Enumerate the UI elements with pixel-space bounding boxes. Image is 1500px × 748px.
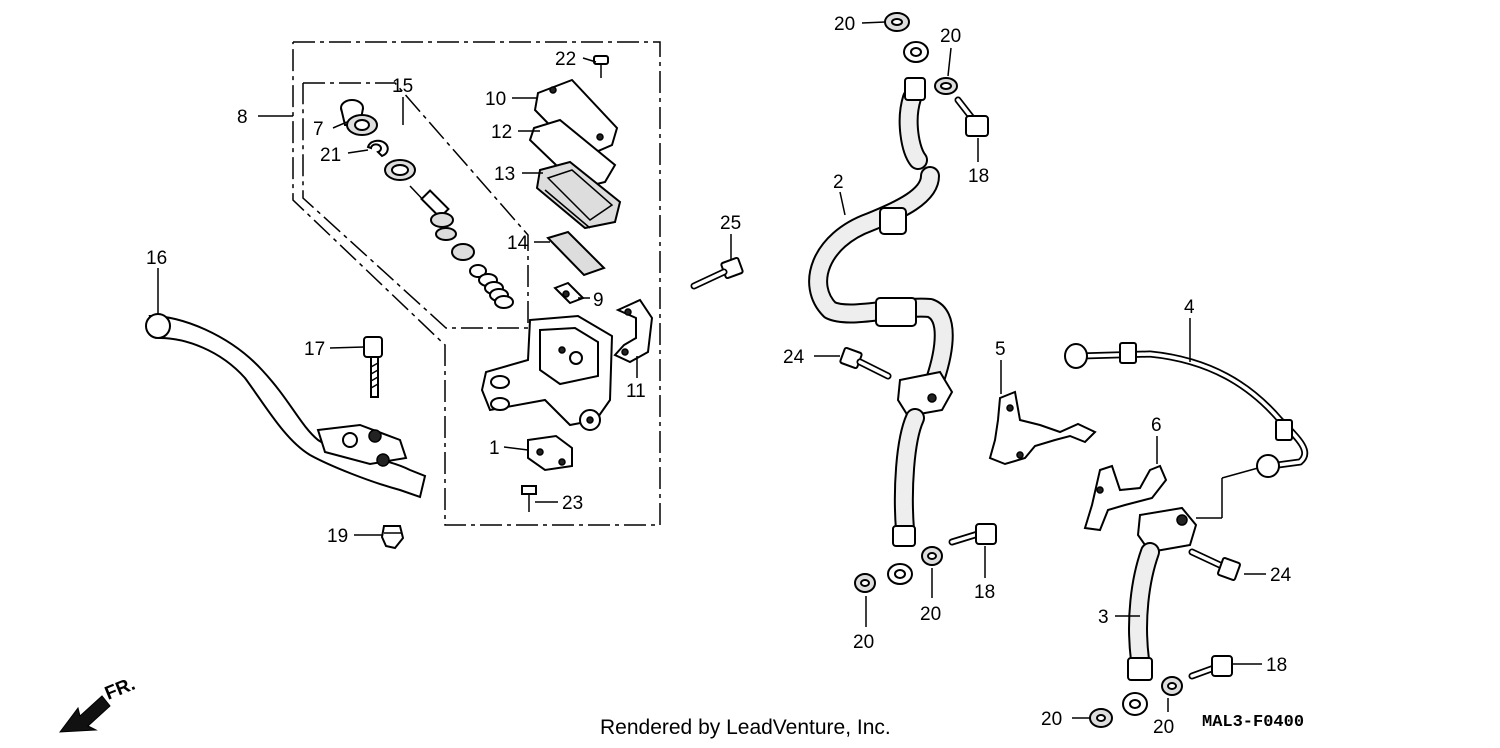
leader-lines	[157, 21, 1266, 719]
washer-lower-left-1[interactable]	[854, 573, 876, 593]
piston-rod[interactable]	[409, 185, 487, 278]
mounting-bolt-24-right[interactable]	[1188, 548, 1241, 581]
callout-23: 23	[562, 493, 583, 514]
lower-hose-stay[interactable]	[1083, 464, 1168, 532]
callout-7: 7	[313, 119, 324, 140]
switch-screw[interactable]	[521, 485, 537, 512]
callout-6: 6	[1151, 415, 1162, 436]
callout-20-top: 20	[834, 14, 855, 35]
upper-brake-hose[interactable]	[808, 41, 954, 585]
callout-labels: 8 7 21 15 16 17 19 22 10 12 13 14 9 11 1…	[146, 14, 1292, 738]
callout-2: 2	[833, 172, 844, 193]
washer-top[interactable]	[884, 12, 910, 32]
callout-14: 14	[507, 233, 529, 254]
washer-lower-right-1[interactable]	[1089, 708, 1113, 728]
callout-24-right: 24	[1270, 565, 1292, 586]
banjo-bolt-25[interactable]	[690, 256, 744, 290]
callout-20-bottom-left: 20	[853, 632, 874, 653]
callout-20-bottom-right-2: 20	[1153, 717, 1174, 738]
mounting-bolt-24-left[interactable]	[839, 346, 892, 380]
callout-19: 19	[327, 526, 348, 547]
callout-1: 1	[489, 438, 500, 459]
callout-10: 10	[485, 89, 506, 110]
reservoir-cap[interactable]	[533, 78, 619, 160]
callout-24-left: 24	[783, 347, 805, 368]
callout-18-bottom: 18	[974, 582, 995, 603]
callout-9: 9	[593, 290, 604, 311]
lower-banjo-bolt-right[interactable]	[1188, 655, 1233, 680]
callout-20-bottom-mid: 20	[920, 604, 941, 625]
footer-credit: Rendered by LeadVenture, Inc.	[600, 716, 891, 739]
callout-4: 4	[1184, 297, 1195, 318]
callout-20-top-right: 20	[940, 26, 961, 47]
callout-16: 16	[146, 248, 167, 269]
callout-3: 3	[1098, 607, 1109, 628]
callout-13: 13	[494, 164, 515, 185]
piston-spring[interactable]	[478, 273, 514, 309]
callout-5: 5	[995, 339, 1006, 360]
lever-pivot-bolt[interactable]	[363, 336, 383, 398]
brake-light-switch[interactable]	[527, 434, 573, 472]
set-plate[interactable]	[528, 118, 617, 190]
snap-ring[interactable]	[366, 139, 389, 158]
front-arrow-label: FR.	[102, 674, 138, 705]
lower-banjo-bolt-left[interactable]	[948, 523, 997, 546]
master-cylinder-body[interactable]	[480, 314, 614, 431]
reservoir-float[interactable]	[546, 230, 606, 277]
brake-pipe[interactable]	[1064, 342, 1309, 478]
hose-stay[interactable]	[988, 390, 1097, 466]
callout-20-bottom-right-1: 20	[1041, 709, 1062, 730]
washer-lower-right-2[interactable]	[1161, 676, 1183, 696]
callout-11: 11	[626, 381, 646, 402]
lever-pivot-nut[interactable]	[380, 525, 405, 550]
piston-boot[interactable]	[340, 99, 378, 136]
clip[interactable]	[553, 281, 585, 305]
callout-18-top: 18	[968, 166, 989, 187]
piston-set-box	[302, 82, 529, 329]
diaphragm[interactable]	[535, 160, 622, 230]
diagram-code: MAL3-F0400	[1202, 713, 1305, 732]
callout-21: 21	[320, 145, 341, 166]
lower-brake-hose[interactable]	[1122, 467, 1259, 716]
callout-8: 8	[237, 107, 248, 128]
brake-lever[interactable]	[145, 313, 427, 499]
callout-12: 12	[491, 122, 512, 143]
reservoir-cap-screw[interactable]	[593, 55, 609, 78]
washer-lower-left-2[interactable]	[921, 546, 943, 566]
front-direction-arrow-icon: FR.	[58, 674, 138, 733]
master-cylinder-holder[interactable]	[613, 298, 654, 364]
callout-17: 17	[304, 339, 325, 360]
upper-banjo-bolt[interactable]	[954, 96, 989, 137]
callout-15: 15	[392, 76, 413, 97]
callout-25: 25	[720, 213, 741, 234]
piston-seal[interactable]	[384, 159, 416, 181]
callout-22: 22	[555, 49, 576, 70]
master-cylinder-assembly-box	[292, 41, 661, 526]
washer-top-right[interactable]	[934, 77, 958, 95]
callout-18-right: 18	[1266, 655, 1287, 676]
